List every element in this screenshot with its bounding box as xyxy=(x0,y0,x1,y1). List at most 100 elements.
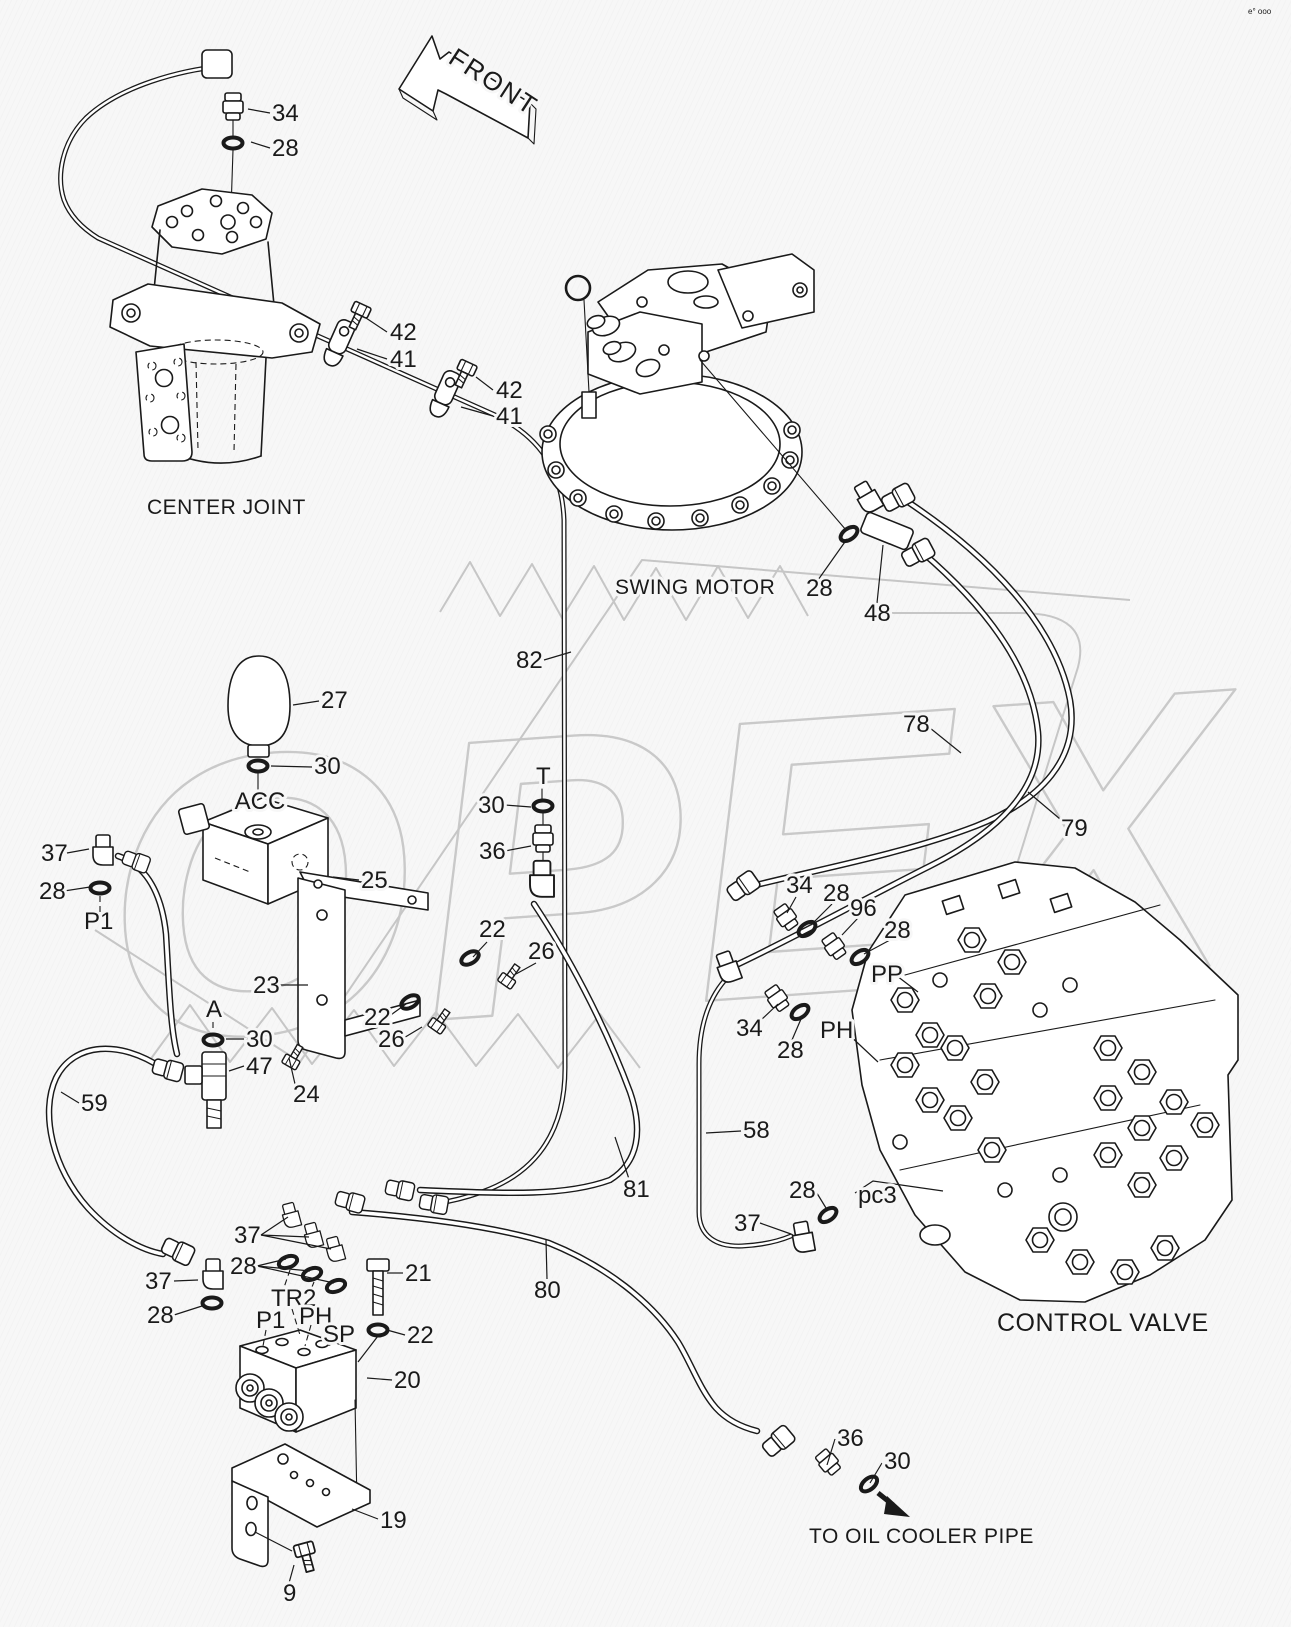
hose-80 xyxy=(348,1208,761,1435)
part-callout: 47 xyxy=(246,1053,273,1080)
center-joint-label: CENTER JOINT xyxy=(147,496,306,519)
part-callout: 58 xyxy=(743,1117,770,1144)
control-valve xyxy=(851,861,1239,1303)
part-callout: 30 xyxy=(314,753,341,780)
hose-59 xyxy=(45,1045,167,1258)
part-callout: 42 xyxy=(496,377,523,404)
part-callout: 30 xyxy=(478,792,505,819)
part-callout: 20 xyxy=(394,1367,421,1394)
washer-30 xyxy=(856,1471,882,1497)
port-label-tr2: TR2 xyxy=(271,1285,316,1312)
part-callout: 21 xyxy=(405,1260,432,1287)
port-label-p1: P1 xyxy=(84,908,113,935)
part-callout: 82 xyxy=(516,647,543,674)
fitting-36 xyxy=(532,824,554,853)
washer-28 xyxy=(815,1203,841,1227)
part-callout: 81 xyxy=(623,1176,650,1203)
part-callout: 34 xyxy=(272,100,299,127)
part-callout: 36 xyxy=(479,838,506,865)
part-callout: 9 xyxy=(283,1580,296,1607)
part-callout: 26 xyxy=(378,1026,405,1053)
hose-79 xyxy=(730,548,1042,970)
accumulator-27 xyxy=(227,655,291,833)
part-callout: 42 xyxy=(390,319,417,346)
front-arrow: FRONT xyxy=(398,35,547,145)
part-callout: 37 xyxy=(234,1222,261,1249)
corner-mark: e° ooo xyxy=(1248,7,1272,16)
washer-28 xyxy=(200,1295,224,1311)
part-callout: 59 xyxy=(81,1090,108,1117)
leader-lines xyxy=(60,108,1061,1584)
part-callout: 28 xyxy=(777,1037,804,1064)
part-callout: 37 xyxy=(145,1268,172,1295)
bracket-19 xyxy=(231,1443,371,1575)
washer-22 xyxy=(366,1322,390,1338)
part-callout: 30 xyxy=(246,1026,273,1053)
washer-28 xyxy=(221,135,245,151)
fitting-48-group xyxy=(836,478,937,571)
part-callout: 34 xyxy=(736,1015,763,1042)
p1-chain xyxy=(88,834,152,916)
part-callout: 78 xyxy=(903,711,930,738)
pipe-82 xyxy=(58,63,568,1207)
part-callout: 28 xyxy=(823,880,850,907)
oil-cooler-chain xyxy=(758,1423,910,1517)
manifold-20 xyxy=(235,1258,390,1506)
part-callout: 27 xyxy=(321,687,348,714)
part-callouts: 34 28 42 41 42 41 28 48 82 78 79 27 30 2… xyxy=(36,97,1091,1610)
part-callout: 22 xyxy=(479,916,506,943)
part-callout: 41 xyxy=(390,346,417,373)
hose-81 xyxy=(416,900,641,1197)
part-callout: 28 xyxy=(230,1253,257,1280)
bolt-21 xyxy=(366,1258,390,1316)
washer-28 xyxy=(323,1275,349,1297)
hose-58 xyxy=(696,977,794,1249)
part-callout: 96 xyxy=(850,895,877,922)
port-label-ph: PH xyxy=(820,1017,853,1044)
part-callout: 25 xyxy=(361,867,388,894)
port-label-pc3: pc3 xyxy=(858,1182,897,1209)
part-callout: 80 xyxy=(534,1277,561,1304)
t-port-chain xyxy=(529,788,555,898)
elbow-37 xyxy=(202,1258,224,1290)
pc3-chain xyxy=(789,1203,841,1255)
clamp-41-b xyxy=(426,367,464,421)
elbow-37 xyxy=(789,1219,817,1255)
bracket-23 xyxy=(280,871,525,1072)
a-port-chain xyxy=(150,1022,227,1129)
elbow-37 xyxy=(323,1234,347,1264)
part-callout: 37 xyxy=(734,1210,761,1237)
part-callout: 22 xyxy=(364,1004,391,1031)
center-joint xyxy=(109,49,321,464)
port-label-a: A xyxy=(206,996,222,1023)
port-label-ph-block: PH xyxy=(299,1303,332,1330)
fitting-34 xyxy=(222,92,244,121)
port-labels: ACC T A P1 PP PH TR2 P1 PH SP pc3 xyxy=(81,760,906,1351)
part-callout: 37 xyxy=(41,840,68,867)
part-callout: 28 xyxy=(39,878,66,905)
washer-28 xyxy=(836,522,862,546)
control-valve-label: CONTROL VALVE xyxy=(997,1309,1209,1337)
swing-motor xyxy=(539,253,847,531)
part-callout: 41 xyxy=(496,403,523,430)
part-callout: 19 xyxy=(380,1507,407,1534)
flow-arrow xyxy=(884,1496,910,1517)
port-label-t: T xyxy=(536,763,551,790)
elbow-fitting xyxy=(529,859,555,898)
part-callout: 26 xyxy=(528,938,555,965)
pull-ring xyxy=(564,274,592,302)
part-callout: 24 xyxy=(293,1081,320,1108)
part-callout: 28 xyxy=(272,135,299,162)
part-callout: 48 xyxy=(864,600,891,627)
part-callout: 23 xyxy=(253,972,280,999)
port-label-pp: PP xyxy=(871,961,903,988)
component-names: CENTER JOINT SWING MOTOR CONTROL VALVE T… xyxy=(144,493,1211,1551)
part-callout: 36 xyxy=(837,1425,864,1452)
part-callout: 34 xyxy=(786,872,813,899)
part-callout: 28 xyxy=(789,1177,816,1204)
port-label-sp: SP xyxy=(323,1321,355,1348)
manifold-fittings xyxy=(275,1177,450,1313)
elbow-37 xyxy=(92,834,114,866)
